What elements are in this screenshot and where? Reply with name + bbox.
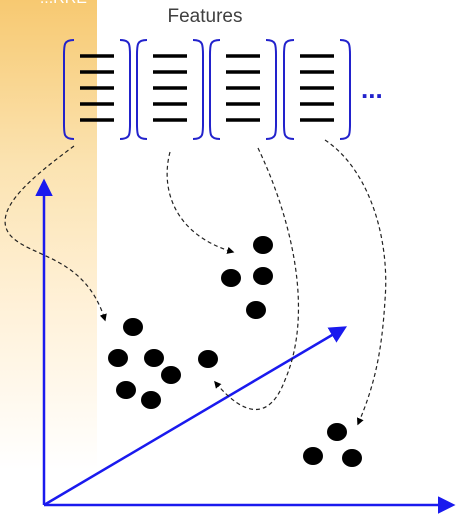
cluster-1 bbox=[108, 318, 218, 409]
mapping-arrow-4 bbox=[324, 139, 387, 426]
feature-3 bbox=[208, 39, 278, 140]
more-features-ellipsis: ... bbox=[361, 74, 383, 104]
highlight-band: ...RRE • bbox=[0, 0, 97, 470]
feature-1 bbox=[62, 39, 132, 140]
cluster-2 bbox=[221, 236, 273, 319]
cluster-3 bbox=[303, 423, 362, 467]
mapping-arrow-3 bbox=[214, 147, 300, 410]
band-label: ...RRE • bbox=[0, 0, 97, 10]
feature-4 bbox=[282, 39, 352, 140]
mapping-arrow-2 bbox=[166, 151, 235, 254]
feature-2 bbox=[135, 39, 205, 140]
features-title: Features bbox=[167, 6, 243, 27]
mapping-arrow-1 bbox=[4, 145, 107, 322]
z-axis bbox=[43, 326, 348, 507]
